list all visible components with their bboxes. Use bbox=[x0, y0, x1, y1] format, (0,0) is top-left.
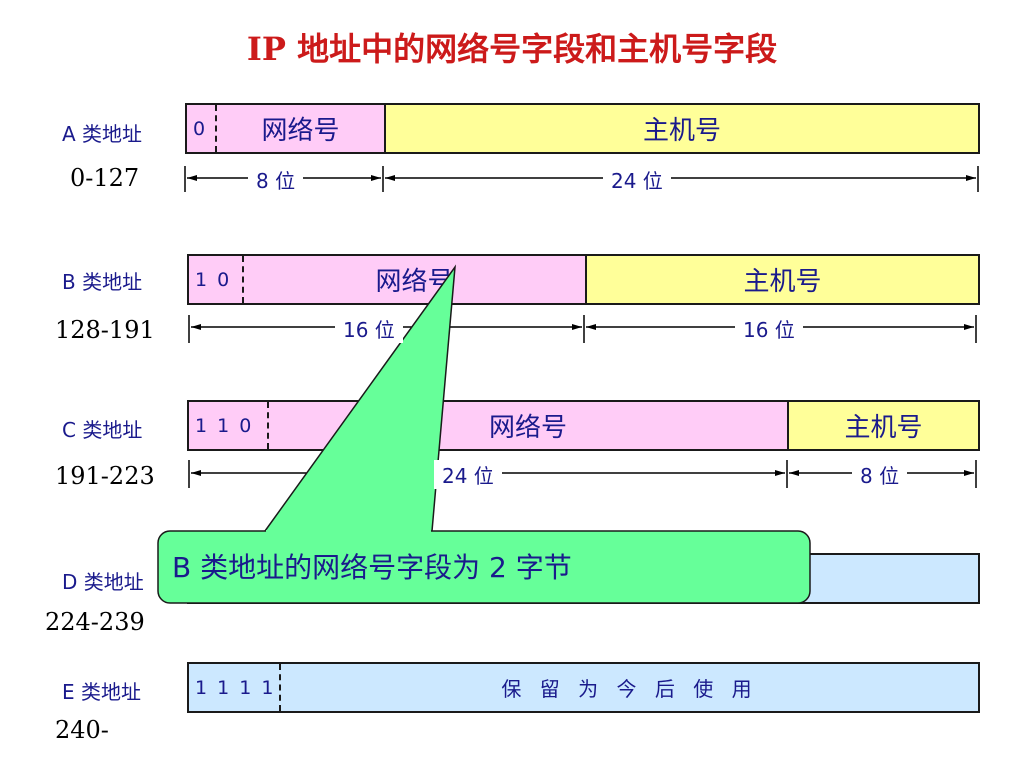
class-e-reserved-field: 保 留 为 今 后 使 用 bbox=[281, 664, 978, 711]
class-b-range: 128-191 bbox=[55, 316, 155, 344]
callout-box bbox=[157, 530, 811, 604]
class-e-bar: 1 1 1 1 保 留 为 今 后 使 用 bbox=[187, 662, 980, 713]
class-b-host-bits: 16 位 bbox=[735, 314, 803, 343]
class-b-label: B 类地址 bbox=[62, 270, 143, 294]
class-a-net-bits: 8 位 bbox=[248, 165, 304, 194]
class-c-host-bits: 8 位 bbox=[852, 460, 908, 489]
class-a-dimension-lines bbox=[184, 166, 979, 192]
class-c-net-bits: 24 位 bbox=[434, 460, 502, 489]
class-b-bar: 1 0 网络号 主机号 bbox=[187, 254, 980, 305]
class-c-host-field: 主机号 bbox=[787, 402, 978, 449]
class-d-range: 224-239 bbox=[45, 608, 145, 636]
class-a-range: 0-127 bbox=[70, 164, 140, 192]
class-c-range: 191-223 bbox=[55, 462, 155, 490]
class-a-host-bits: 24 位 bbox=[603, 165, 671, 194]
class-a-bar: 0 网络号 主机号 bbox=[185, 103, 980, 154]
class-e-reserved-text: 保 留 为 今 后 使 用 bbox=[501, 677, 758, 701]
class-e-range: 240- bbox=[55, 716, 109, 744]
class-c-label: C 类地址 bbox=[62, 418, 143, 442]
class-d-label: D 类地址 bbox=[62, 570, 144, 594]
class-b-dimension-lines bbox=[188, 315, 977, 343]
class-b-prefix: 1 0 bbox=[189, 256, 244, 303]
class-a-prefix: 0 bbox=[187, 105, 217, 152]
class-e-prefix: 1 1 1 1 bbox=[189, 664, 281, 711]
class-b-host-field: 主机号 bbox=[585, 256, 978, 303]
class-c-prefix: 1 1 0 bbox=[189, 402, 269, 449]
callout-text: B 类地址的网络号字段为 2 字节 bbox=[172, 551, 572, 584]
class-a-host-field: 主机号 bbox=[384, 105, 978, 152]
class-a-network-field: 网络号 bbox=[217, 105, 384, 152]
class-e-label: E 类地址 bbox=[62, 680, 141, 704]
callout-pointer bbox=[263, 264, 456, 532]
class-a-label: A 类地址 bbox=[62, 122, 143, 146]
class-b-net-bits: 16 位 bbox=[335, 314, 403, 343]
page-title: IP 地址中的网络号字段和主机号字段 bbox=[246, 30, 778, 68]
